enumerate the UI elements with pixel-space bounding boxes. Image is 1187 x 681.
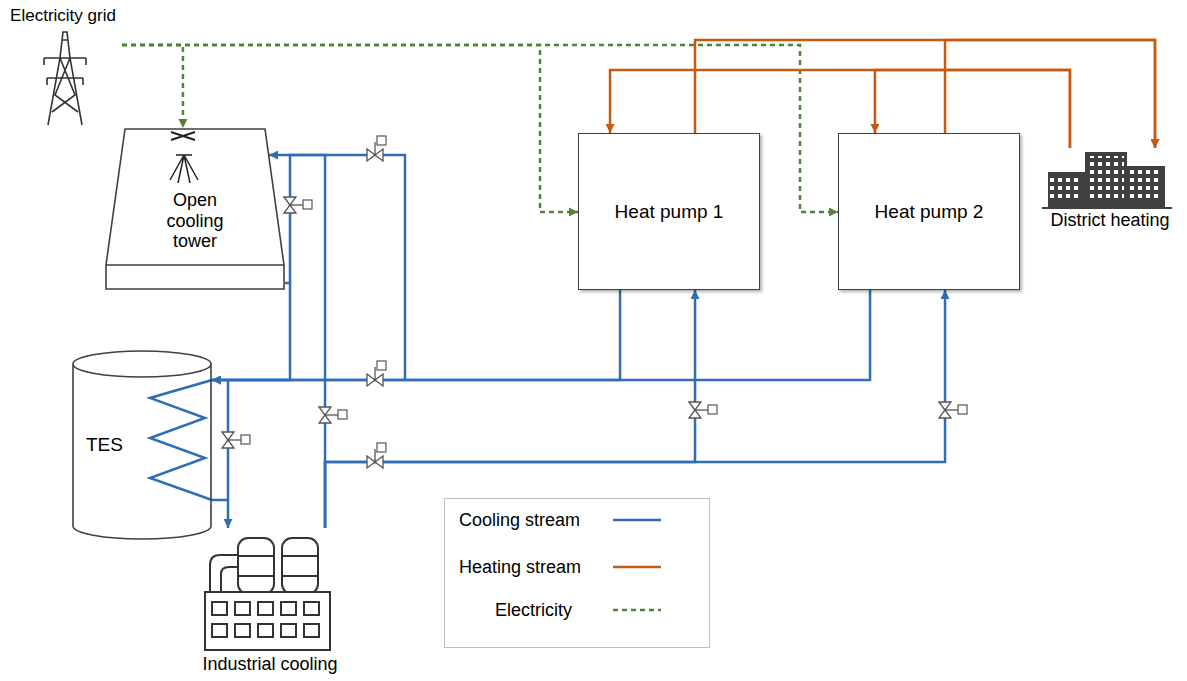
pylon-icon [44, 32, 86, 125]
factory-pipes [210, 555, 238, 592]
building-icon [1085, 152, 1127, 207]
valve-actuator [338, 410, 347, 419]
node-label: Heat pump 2 [875, 201, 984, 223]
legend-sample [611, 605, 663, 615]
tank-outline [73, 351, 211, 539]
valve-stem [374, 367, 375, 380]
cooling-stream [269, 155, 325, 528]
node-label: Industrial cooling [202, 654, 337, 675]
valve-symbol [284, 197, 312, 213]
district-heating: District heating [1035, 148, 1185, 233]
factory-windows [211, 601, 326, 645]
valve-symbol [222, 432, 250, 448]
cooling-tower: Open cooling tower [105, 128, 285, 290]
factory-building [205, 592, 330, 650]
tank-bands [238, 556, 318, 576]
valve-stem [945, 409, 958, 410]
heat-pump-box: Heat pump 2 [838, 133, 1020, 290]
node-label: TES [86, 434, 123, 456]
legend-sample-line [613, 519, 661, 522]
valve-symbol [319, 407, 347, 423]
legend-sample-line [613, 609, 661, 612]
valve-stem [228, 439, 241, 440]
cooling-stream [325, 290, 945, 528]
heat-pump-box: Heat pump 1 [578, 133, 760, 290]
valve-actuator [377, 361, 386, 370]
cooling-stream [212, 283, 290, 380]
factory-tank [282, 538, 318, 594]
legend-label: Heating stream [459, 556, 581, 578]
node-label: Electricity grid [10, 6, 116, 26]
legend-sample-line [613, 566, 661, 569]
node-label: Open cooling tower [148, 190, 243, 252]
legend-box: Cooling streamHeating streamElectricity [444, 498, 710, 648]
tes-tank: TES [72, 350, 212, 540]
cooling-stream [212, 290, 870, 380]
valve-actuator [241, 435, 250, 444]
valve-stem [290, 204, 303, 205]
building-windows [1050, 176, 1082, 202]
heat-exchanger-coil [150, 380, 212, 500]
tower-outline [106, 129, 284, 289]
legend-label: Electricity [495, 599, 572, 621]
cooling-stream [325, 290, 695, 528]
building-icon [1048, 172, 1085, 207]
grid-label: Electricity grid [4, 4, 122, 126]
legend-sample [611, 515, 663, 525]
building-windows [1088, 156, 1124, 202]
ground-line [1042, 207, 1172, 209]
valve-actuator [958, 405, 967, 414]
cooling-stream [212, 290, 620, 380]
building-icon [1127, 166, 1165, 207]
valve-actuator [377, 443, 386, 452]
legend-sample [611, 562, 663, 572]
node-label: Heat pump 1 [615, 201, 724, 223]
valve-stem [325, 414, 338, 415]
sprayer [170, 155, 198, 183]
fan-icon [171, 132, 195, 140]
node-label: District heating [1050, 210, 1169, 231]
factory-tank [238, 538, 274, 594]
heating-stream [945, 40, 1155, 148]
industrial-cooling: Industrial cooling [195, 528, 345, 678]
electricity-line [122, 45, 183, 128]
valve-stem [374, 142, 375, 155]
cooling-pipe [228, 155, 405, 500]
valve-actuator [303, 200, 312, 209]
valve-symbol [367, 136, 386, 161]
valve-symbol [367, 443, 386, 468]
valve-symbol [689, 402, 717, 418]
valve-symbol [367, 361, 386, 386]
heating-stream [695, 40, 1155, 148]
building-windows [1130, 170, 1162, 202]
valve-stem [374, 449, 375, 462]
legend-label: Cooling stream [459, 509, 580, 531]
valve-symbol [939, 402, 967, 418]
valve-actuator [377, 136, 386, 145]
cooling-stream [212, 500, 228, 528]
valve-actuator [708, 405, 717, 414]
valve-stem [695, 409, 708, 410]
